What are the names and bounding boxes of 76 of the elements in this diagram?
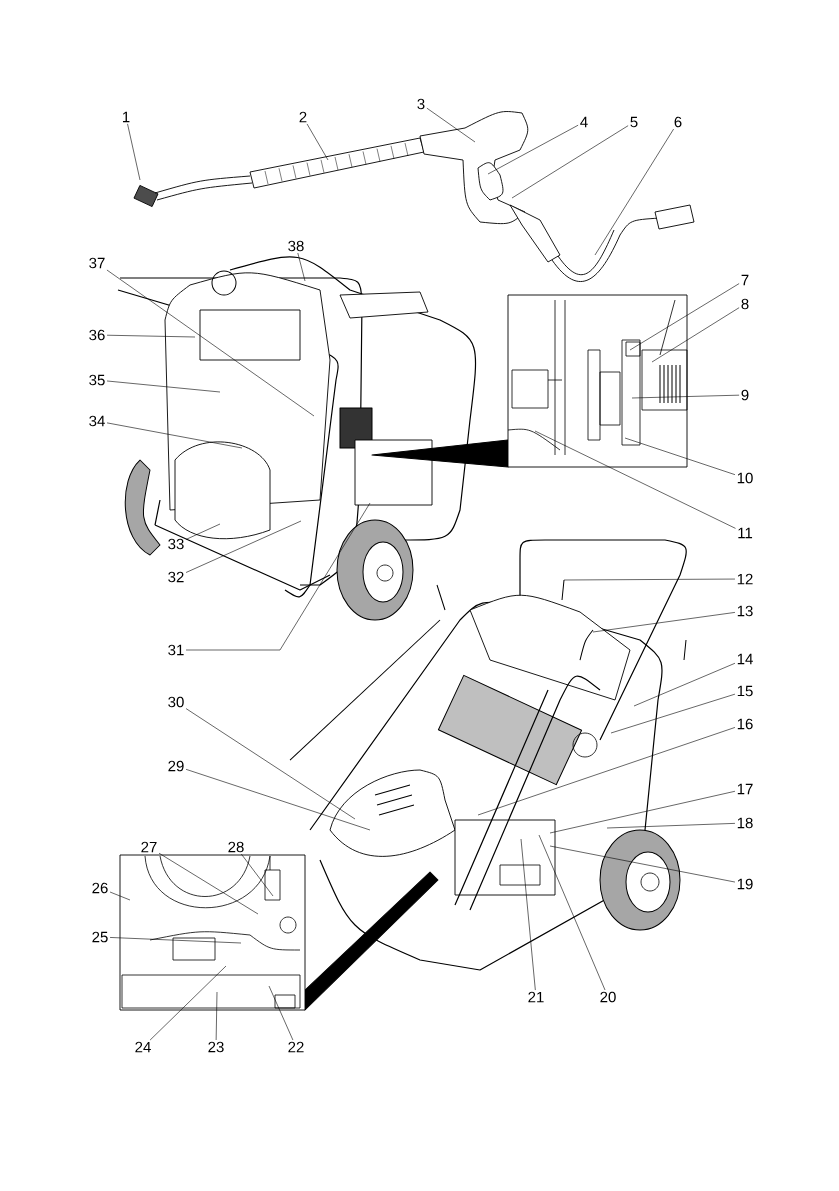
leader-line — [610, 693, 736, 734]
callout-number: 4 — [580, 116, 588, 128]
callout-number: 33 — [168, 538, 184, 550]
leader-line — [534, 430, 736, 529]
leader-line — [306, 123, 329, 161]
leader-line — [109, 891, 131, 901]
callout-number: 15 — [737, 685, 753, 697]
callout-number: 2 — [299, 111, 307, 123]
leader-line — [631, 394, 740, 399]
callout-number: 23 — [208, 1041, 224, 1053]
leader-line — [185, 523, 221, 540]
leader-line — [297, 252, 306, 282]
callout-number: 26 — [92, 882, 108, 894]
callout-number: 29 — [168, 760, 184, 772]
callout-number: 32 — [168, 571, 184, 583]
callout-number: 13 — [737, 605, 753, 617]
callout-number: 9 — [741, 389, 749, 401]
callout-number: 12 — [737, 573, 753, 585]
callout-number: 28 — [228, 841, 244, 853]
leader-line — [185, 502, 371, 651]
callout-number: 18 — [737, 817, 753, 829]
callout-number: 21 — [528, 991, 544, 1003]
leader-line — [109, 937, 242, 944]
callout-number: 11 — [738, 527, 753, 539]
leader-line — [268, 985, 294, 1041]
callout-number: 10 — [737, 472, 753, 484]
callout-number: 27 — [141, 841, 157, 853]
leader-line — [549, 791, 736, 834]
leader-line — [158, 852, 259, 915]
callout-number: 14 — [737, 653, 753, 665]
callout-number: 37 — [89, 257, 105, 269]
leader-line — [606, 823, 736, 829]
leader-line — [185, 769, 371, 831]
callout-number: 31 — [168, 644, 184, 656]
callout-number: 5 — [630, 116, 638, 128]
leader-line — [549, 845, 736, 883]
callout-number: 19 — [737, 878, 753, 890]
leader-line — [106, 422, 243, 449]
callout-number: 16 — [737, 718, 753, 730]
leader-line — [241, 853, 274, 897]
callout-number: 1 — [122, 111, 130, 123]
leader-line — [106, 380, 221, 393]
leader-line — [592, 612, 736, 633]
callout-number: 24 — [135, 1041, 151, 1053]
callout-number: 25 — [92, 931, 108, 943]
callout-number: 20 — [600, 991, 616, 1003]
leader-line — [106, 269, 315, 417]
callout-number: 34 — [89, 415, 105, 427]
leader-line — [594, 128, 674, 256]
leader-line — [185, 708, 356, 820]
leader-line — [538, 834, 606, 991]
callout-number: 3 — [417, 98, 425, 110]
leader-line — [149, 965, 227, 1041]
leader-line — [563, 578, 736, 581]
callout-number: 22 — [288, 1041, 304, 1053]
callout-number: 30 — [168, 696, 184, 708]
leader-line — [511, 125, 629, 199]
callout-number: 38 — [288, 240, 304, 252]
leader-line — [477, 727, 736, 816]
callout-number: 8 — [741, 298, 749, 310]
leader-line — [520, 838, 536, 991]
leader-line — [127, 123, 141, 181]
leader-line — [185, 520, 302, 573]
callout-number: 7 — [741, 274, 749, 286]
callout-number: 6 — [674, 116, 682, 128]
leader-line — [633, 662, 736, 707]
callout-number: 36 — [89, 329, 105, 341]
leader-line — [651, 307, 740, 363]
callout-number: 35 — [89, 374, 105, 386]
leader-line — [624, 437, 736, 475]
leader-line — [215, 991, 218, 1041]
leader-line — [106, 334, 196, 338]
leader-line — [629, 283, 740, 351]
leader-line — [487, 124, 579, 175]
leader-line — [426, 107, 476, 143]
callout-number: 17 — [737, 783, 753, 795]
